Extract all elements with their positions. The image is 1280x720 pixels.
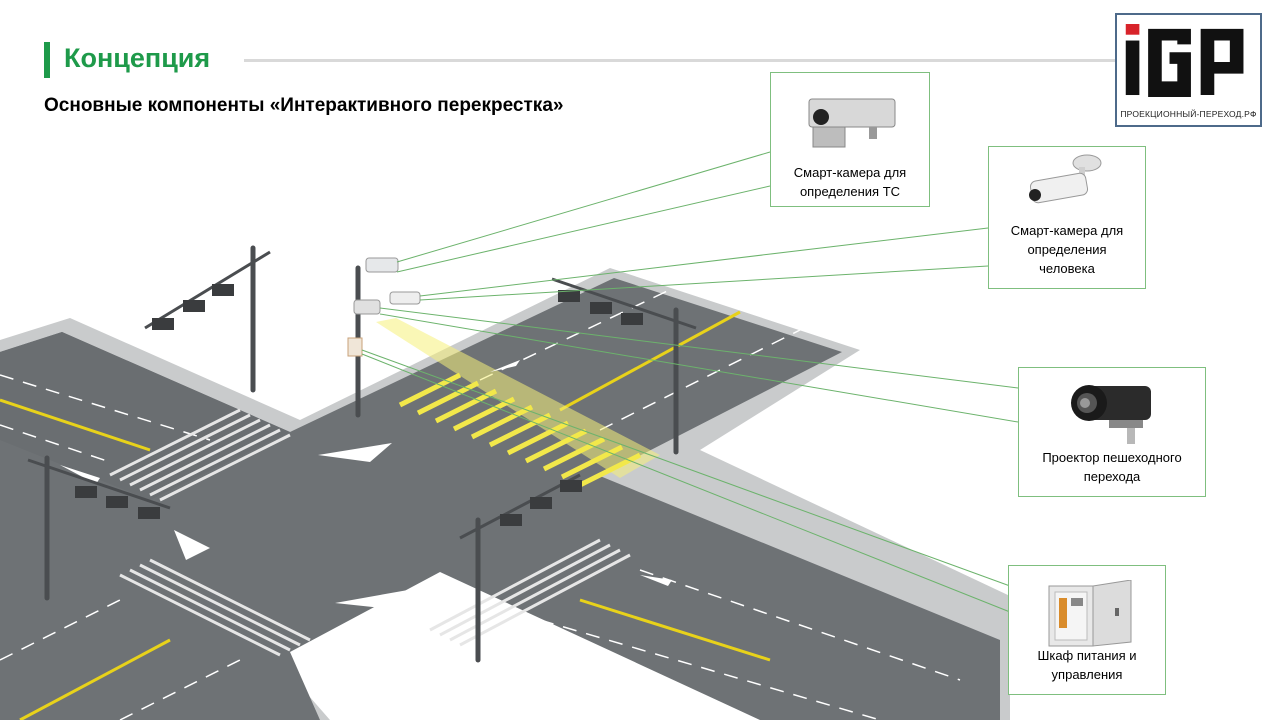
callout-label-line1: Шкаф питания и	[1037, 648, 1137, 663]
callout-label-line3: человека	[1039, 261, 1095, 276]
traffic-camera-icon	[808, 98, 896, 148]
title-divider	[244, 59, 1116, 62]
callout-label-line1: Проектор пешеходного	[1042, 450, 1182, 465]
callout-label-line2: определения ТС	[799, 184, 901, 199]
control-cabinet-icon	[1048, 580, 1132, 647]
callout-vehicle-camera: Смарт-камера для определения ТС	[770, 72, 930, 207]
callout-person-camera: Смарт-камера для определения человека	[988, 146, 1146, 289]
bullet-camera-icon	[1029, 154, 1102, 204]
callout-control-cabinet: Шкаф питания и управления	[1008, 565, 1166, 695]
logo-caption: ПРОЕКЦИОННЫЙ-ПЕРЕХОД.РФ	[1120, 109, 1257, 119]
brand-logo: ПРОЕКЦИОННЫЙ-ПЕРЕХОД.РФ	[1115, 13, 1262, 127]
callout-label-line1: Смарт-камера для	[793, 165, 907, 180]
callout-projector: Проектор пешеходного перехода	[1018, 367, 1206, 497]
page-subtitle: Основные компоненты «Интерактивного пере…	[44, 95, 564, 116]
projector-icon	[1071, 385, 1151, 444]
callout-label-line2: управления	[1051, 667, 1123, 682]
callout-label-line2: перехода	[1083, 469, 1141, 484]
logo-letters-icon	[1125, 24, 1244, 97]
callout-label-line1: Смарт-камера для	[1010, 223, 1124, 238]
page-title: Концепция	[64, 43, 211, 73]
callout-label-line2: определения	[1027, 242, 1107, 257]
title-accent-bar	[44, 42, 50, 78]
